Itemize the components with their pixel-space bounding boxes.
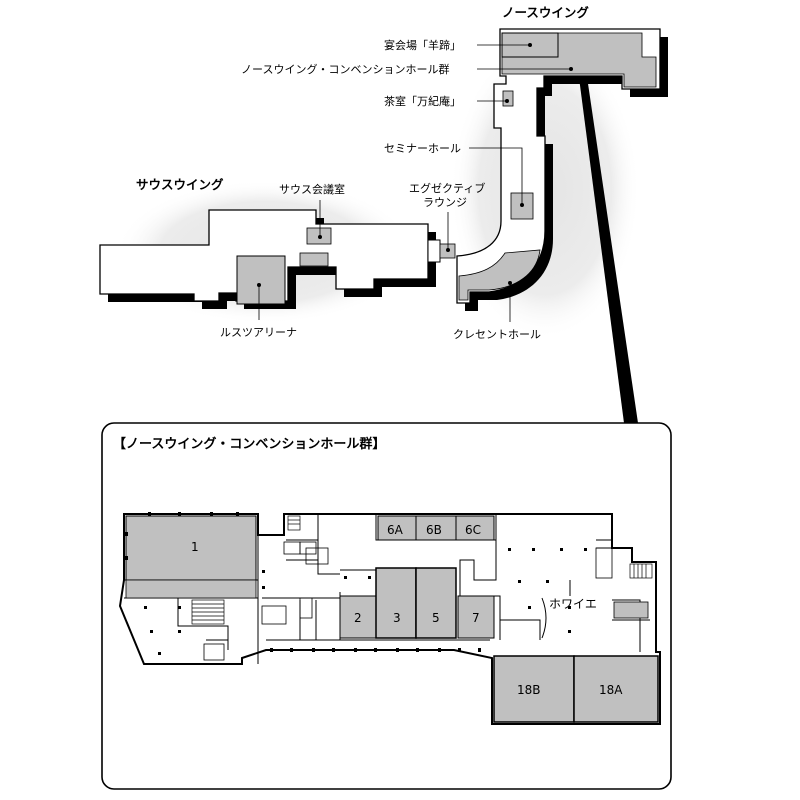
room-3[interactable] bbox=[375, 567, 417, 639]
north-wing-label: ノースウイング bbox=[502, 5, 589, 20]
callout-leaders bbox=[258, 44, 571, 322]
room-3-label: 3 bbox=[393, 611, 401, 625]
south-meeting-callout-label: サウス会議室 bbox=[279, 182, 345, 196]
convention-callout-label: ノースウイング・コンベンションホール群 bbox=[241, 62, 449, 76]
zoom-wedge bbox=[578, 70, 638, 423]
detail-title: 【ノースウイング・コンベンションホール群】 bbox=[113, 436, 385, 452]
room-5[interactable] bbox=[415, 567, 457, 639]
room-1[interactable] bbox=[125, 515, 257, 581]
room-18b[interactable] bbox=[493, 655, 575, 723]
tea-room-callout-label: 茶室「万紀庵」 bbox=[384, 94, 461, 108]
south-annex-block bbox=[299, 252, 329, 267]
banquet-callout-label: 宴会場「羊蹄」 bbox=[384, 38, 461, 52]
foyer-label: ホワイエ bbox=[549, 597, 597, 611]
executive-callout-label-1: エグゼクティブ bbox=[409, 181, 485, 195]
stairs-east bbox=[629, 563, 653, 579]
room-18a[interactable] bbox=[573, 655, 659, 723]
room-18a-label: 18A bbox=[599, 683, 623, 697]
room-1-annex bbox=[125, 579, 257, 599]
room-6b[interactable] bbox=[415, 515, 457, 541]
side-room-east bbox=[613, 601, 649, 619]
room-6c[interactable] bbox=[455, 515, 495, 541]
utility-blocks bbox=[203, 541, 613, 661]
rusutsu-arena-block[interactable] bbox=[236, 255, 286, 305]
room-18b-label: 18B bbox=[517, 683, 541, 697]
callout-dots bbox=[257, 43, 573, 287]
room-6a-label: 6A bbox=[387, 523, 404, 537]
room-6c-label: 6C bbox=[465, 523, 481, 537]
room-6a[interactable] bbox=[377, 515, 417, 541]
north-wing-building[interactable] bbox=[456, 28, 668, 311]
crescent-hall-callout-label: クレセントホール bbox=[453, 328, 541, 341]
foyer-entrance-arc bbox=[541, 597, 547, 639]
crescent-hall-block[interactable] bbox=[458, 249, 541, 301]
pillars bbox=[124, 532, 587, 655]
seminar-callout-label: セミナーホール bbox=[384, 142, 461, 155]
doorway-ticks bbox=[148, 512, 481, 652]
executive-callout-label-2: ラウンジ bbox=[423, 196, 467, 209]
room-1-label: 1 bbox=[191, 540, 199, 554]
room-2-label: 2 bbox=[354, 611, 362, 625]
south-wing-label: サウスウイング bbox=[136, 177, 224, 192]
overview-map: ノースウイング サウスウイング 宴会場「羊蹄」 ノースウイング・コンベンションホ… bbox=[99, 5, 668, 423]
connector-corridor bbox=[427, 239, 441, 263]
room-6b-label: 6B bbox=[426, 523, 442, 537]
room-7[interactable] bbox=[457, 595, 495, 639]
room-2[interactable] bbox=[339, 595, 377, 639]
rusutsu-arena-callout-label: ルスツアリーナ bbox=[220, 326, 297, 339]
room-5-label: 5 bbox=[432, 611, 440, 625]
room-7-label: 7 bbox=[472, 611, 480, 625]
detail-panel: 【ノースウイング・コンベンションホール群】 bbox=[101, 422, 672, 790]
stairs-west bbox=[191, 599, 225, 625]
stairs-center bbox=[287, 515, 301, 531]
tea-room-block[interactable] bbox=[502, 90, 514, 107]
convention-floor-plan: 1 6A 6B 6C 2 3 5 7 18B 18A ホワイエ bbox=[118, 512, 661, 725]
